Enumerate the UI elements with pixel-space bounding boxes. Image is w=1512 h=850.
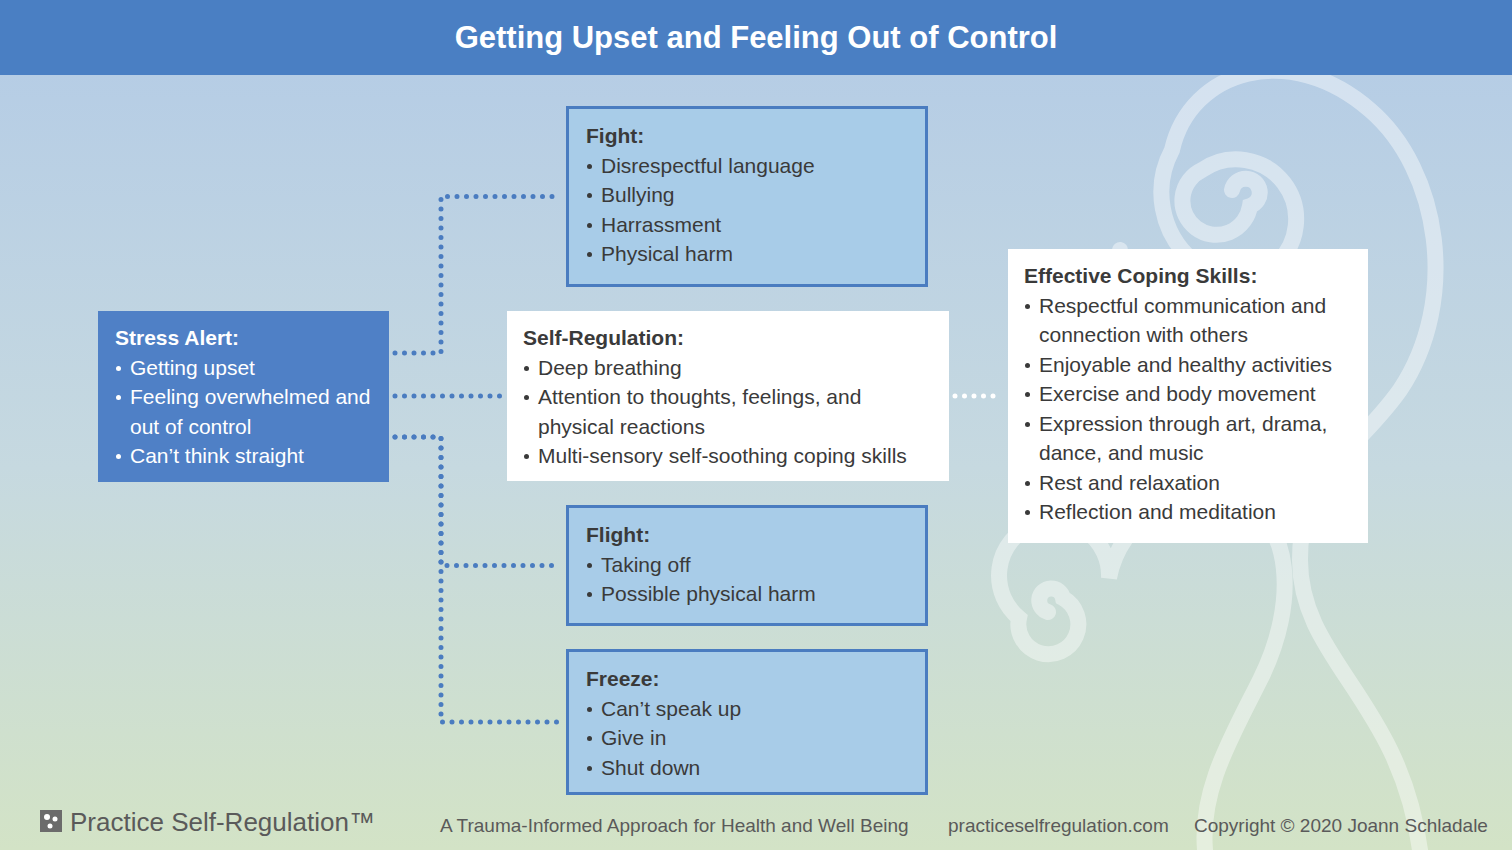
box-heading: Self-Regulation: [523,323,943,353]
response-box: Freeze:Can’t speak upGive inShut down [566,649,928,795]
copyright: Copyright © 2020 Joann Schladale [1194,815,1488,837]
bullet-item: Getting upset [115,353,379,383]
stress-alert-box: Stress Alert:Getting upsetFeeling overwh… [98,311,389,482]
tagline: A Trauma-Informed Approach for Health an… [440,815,909,837]
bullet-item: Multi-sensory self-soothing coping skill… [523,441,943,471]
logo-dot [53,817,58,822]
title-bar: Getting Upset and Feeling Out of Control [0,0,1512,75]
bullet-item: Feeling overwhelmed and out of control [115,382,379,441]
bullet-item: Taking off [586,550,917,580]
bullet-item: Give in [586,723,917,753]
logo-dot [44,814,50,820]
dotted-connector [955,394,1002,399]
bullet-item: Harrassment [586,210,917,240]
swirl-decoration [999,71,1435,850]
bullet-item: Possible physical harm [586,579,917,609]
website: practiceselfregulation.com [948,815,1169,837]
bullet-item: Respectful communication and connection … [1024,291,1362,350]
self-regulation-box: Self-Regulation:Deep breathingAttention … [507,311,949,481]
box-heading: Flight: [586,520,917,550]
logo-icon [40,810,62,832]
bullet-item: Exercise and body movement [1024,379,1362,409]
box-heading: Stress Alert: [115,323,379,353]
bullet-item: Rest and relaxation [1024,468,1362,498]
bullet-item: Attention to thoughts, feelings, and phy… [523,382,943,441]
coping-skills-box: Effective Coping Skills:Respectful commu… [1008,249,1368,543]
response-box: Flight:Taking offPossible physical harm [566,505,928,626]
bullet-item: Can’t speak up [586,694,917,724]
bullet-item: Enjoyable and healthy activities [1024,350,1362,380]
bullet-item: Reflection and meditation [1024,497,1362,527]
bullet-item: Disrespectful language [586,151,917,181]
bullet-item: Bullying [586,180,917,210]
logo-square [40,810,62,832]
bullet-item: Shut down [586,753,917,783]
logo-dot [48,824,53,829]
diagram-title: Getting Upset and Feeling Out of Control [455,20,1058,56]
dotted-connector [395,394,501,399]
box-heading: Fight: [586,121,917,151]
swirl-path [999,495,1285,850]
bullet-item: Deep breathing [523,353,943,383]
bullet-item: Can’t think straight [115,441,379,471]
bullet-item: Expression through art, drama, dance, an… [1024,409,1362,468]
response-box: Fight:Disrespectful languageBullyingHarr… [566,106,928,287]
box-heading: Freeze: [586,664,917,694]
box-heading: Effective Coping Skills: [1024,261,1362,291]
brand-name: Practice Self-Regulation™ [70,807,375,838]
bullet-item: Physical harm [586,239,917,269]
